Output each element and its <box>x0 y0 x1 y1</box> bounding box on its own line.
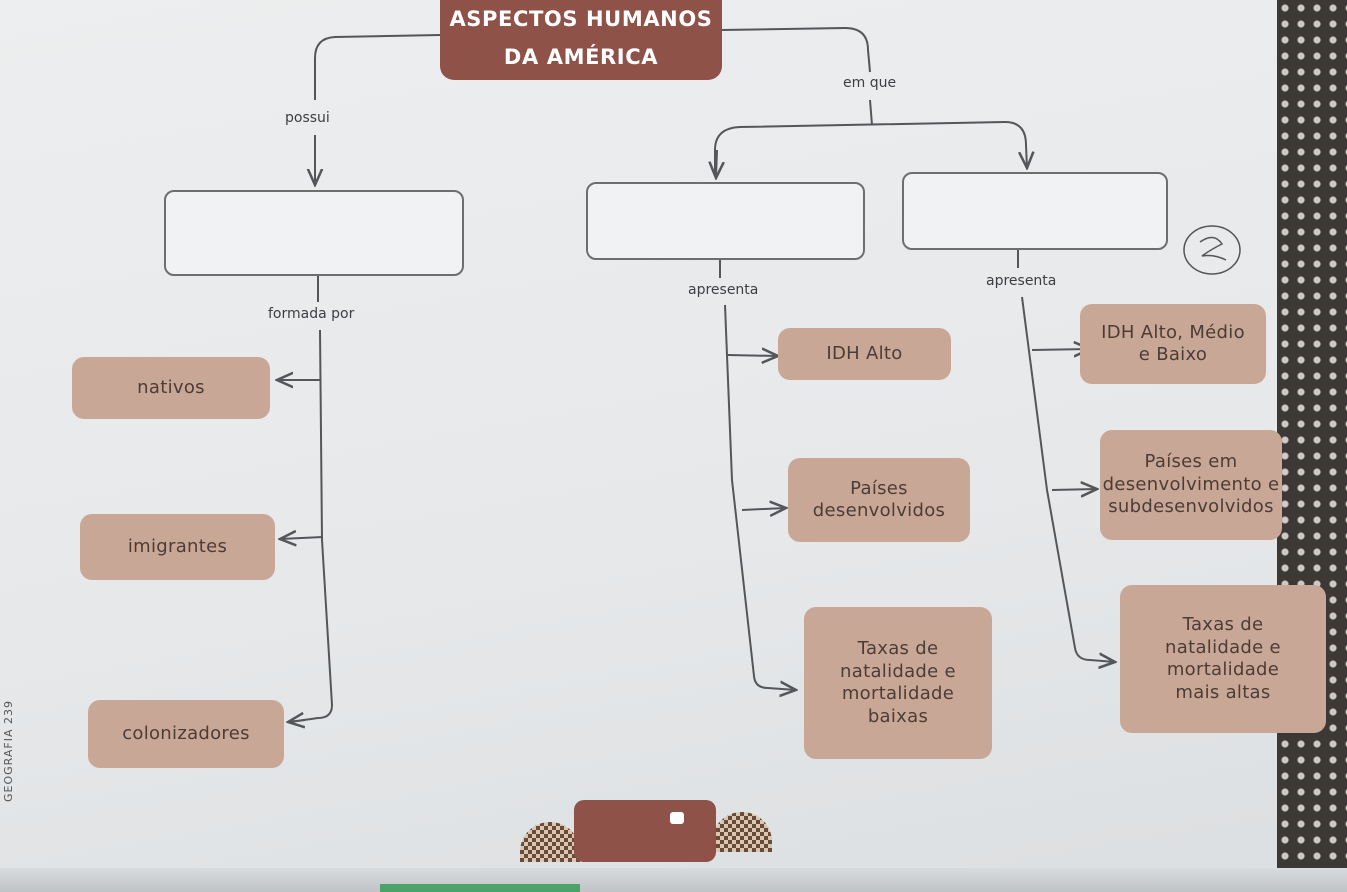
doodle-icon <box>1183 225 1241 275</box>
arrow-colonizadores <box>288 720 305 722</box>
blank-box-left[interactable] <box>164 190 464 276</box>
label-possui: possui <box>285 110 330 126</box>
label-apresenta-right: apresenta <box>986 273 1057 289</box>
concept-imigrantes: imigrantes <box>80 514 275 580</box>
line-right-trunk <box>1021 296 1115 662</box>
concept-colonizadores: colonizadores <box>88 700 284 768</box>
concept-nativos: nativos <box>72 357 270 419</box>
concept-taxas-baixas: Taxas de natalidade e mortalidade baixas <box>804 607 992 759</box>
arrow-imigrantes <box>280 537 324 539</box>
concept-taxas-altas: Taxas de natalidade e mortalidade mais a… <box>1120 585 1326 733</box>
diagram-title: ASPECTOS HUMANOS DA AMÉRICA <box>440 0 722 80</box>
label-em-que: em que <box>843 75 897 91</box>
concept-paises-desenvolvidos: Países desenvolvidos <box>788 458 970 542</box>
arrow-split-left <box>716 149 717 178</box>
blank-box-right[interactable] <box>902 172 1168 250</box>
lace-tablecloth <box>1277 0 1347 892</box>
line-split <box>714 120 1027 175</box>
green-bookmark <box>380 884 580 892</box>
fabric-decoration-right <box>712 812 772 852</box>
page-bottom-edge <box>0 868 1347 892</box>
bottom-decoration-tube <box>574 800 716 862</box>
concept-idh-alto: IDH Alto <box>778 328 951 380</box>
page-side-text: GEOGRAFIA 239 <box>2 700 15 802</box>
blank-box-middle[interactable] <box>586 182 865 260</box>
line-mid-trunk <box>724 304 796 690</box>
label-apresenta-left: apresenta <box>688 282 759 298</box>
concept-paises-em-desenvolvimento: Países em desenvolvimento e subdesenvolv… <box>1100 430 1282 540</box>
arrow-idh-alto <box>727 355 778 356</box>
fabric-decoration-left <box>520 822 580 862</box>
line-title-right <box>721 26 871 73</box>
decoration-dot-icon <box>670 812 684 824</box>
arrow-paises-desenvolvidos <box>741 508 786 510</box>
line-title-left <box>314 34 441 100</box>
label-formada-por: formada por <box>268 306 355 322</box>
line-left-trunk <box>289 329 334 723</box>
concept-idh-alto-medio-baixo: IDH Alto, Médio e Baixo <box>1080 304 1266 384</box>
arrow-paises-em-desenvolvimento <box>1051 489 1097 490</box>
line-em-que-down <box>869 99 873 126</box>
